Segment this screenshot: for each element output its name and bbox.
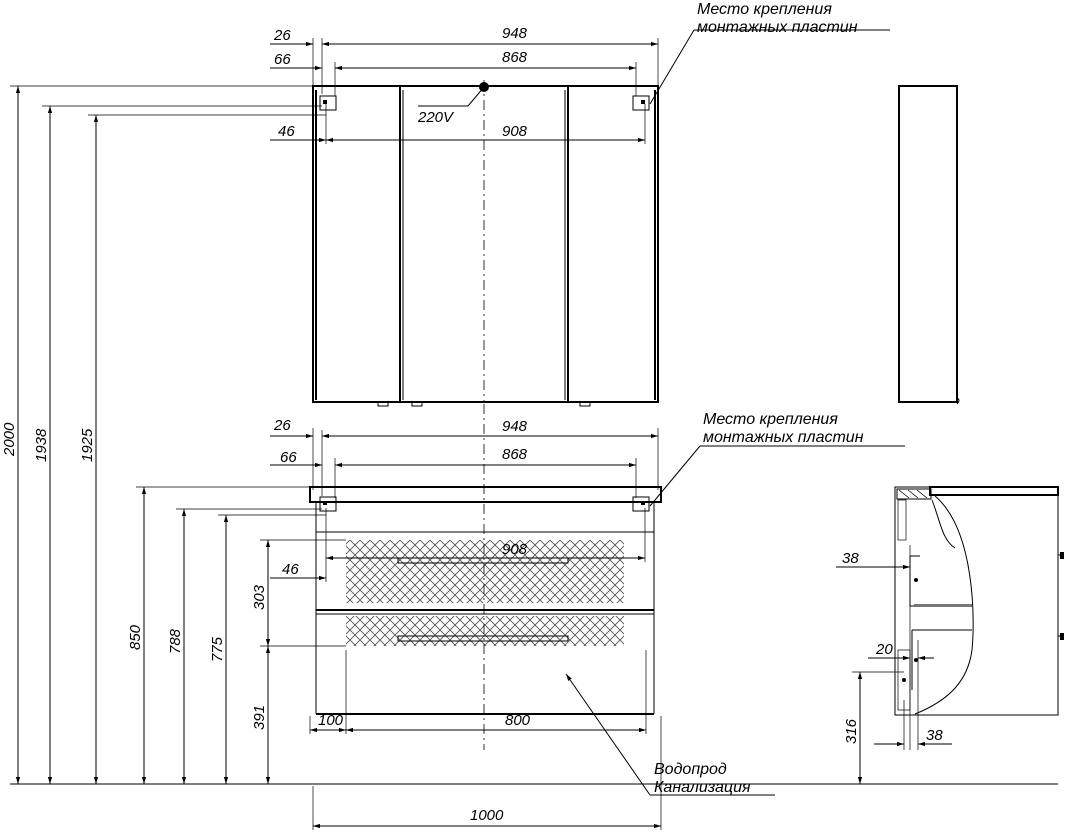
dim-bot-908: 908	[502, 541, 528, 558]
dim-side-20: 20	[875, 641, 893, 658]
dim-bot-46: 46	[282, 561, 299, 578]
dim-800: 800	[505, 712, 531, 729]
top-mount-label-line2: монтажных пластин	[697, 19, 858, 36]
dim-side-38a: 38	[842, 550, 859, 567]
height-dimensions	[10, 85, 346, 784]
leader-plumbing	[565, 673, 651, 796]
bottom-mount-label-line2: монтажных пластин	[703, 429, 864, 446]
hatched-zone-upper	[346, 540, 624, 603]
dim-788: 788	[167, 628, 184, 654]
dim-top-908: 908	[502, 123, 528, 140]
bottom-mount-label-line1: Место крепления	[703, 411, 838, 428]
voltage-label: 220V	[417, 109, 455, 126]
dim-bot-66: 66	[280, 449, 297, 466]
dim-303: 303	[251, 584, 268, 610]
leader-top-mount	[649, 29, 695, 105]
vanity-side	[836, 486, 1064, 784]
dim-top-46: 46	[278, 123, 295, 140]
dim-top-66: 66	[274, 51, 291, 68]
mount-plate-left-top	[319, 95, 337, 111]
dim-775: 775	[209, 636, 226, 662]
dim-bot-868: 868	[502, 446, 528, 463]
dim-top-868: 868	[502, 49, 528, 66]
dim-top-948: 948	[502, 25, 528, 42]
top-mount-label-line1: Место крепления	[697, 1, 832, 18]
dim-bot-26: 26	[273, 417, 291, 434]
leader-bottom-mount	[649, 445, 701, 507]
dim-2000: 2000	[1, 422, 18, 457]
mount-plate-right-top	[632, 95, 650, 111]
dim-1000: 1000	[470, 807, 504, 824]
dim-bot-948: 948	[502, 418, 528, 435]
dim-1938: 1938	[33, 428, 50, 462]
mirror-cabinet-front	[312, 80, 659, 407]
vanity-front	[309, 404, 662, 750]
bottom-dimensions	[270, 428, 662, 830]
dim-391: 391	[251, 705, 268, 730]
dim-top-26: 26	[273, 27, 291, 44]
dim-side-38b: 38	[926, 727, 943, 744]
mount-plate-right-bottom	[632, 496, 650, 512]
dim-side-316: 316	[843, 718, 860, 744]
top-dimensions	[270, 38, 659, 144]
plumbing-label-line2: Канализация	[654, 779, 751, 796]
dim-850: 850	[127, 624, 144, 650]
dim-1925: 1925	[79, 428, 96, 462]
mount-plate-left-bottom	[319, 496, 337, 512]
plumbing-label-line1: Водопрод	[654, 761, 727, 778]
mirror-cabinet-side	[898, 85, 960, 405]
dim-100: 100	[318, 712, 344, 729]
